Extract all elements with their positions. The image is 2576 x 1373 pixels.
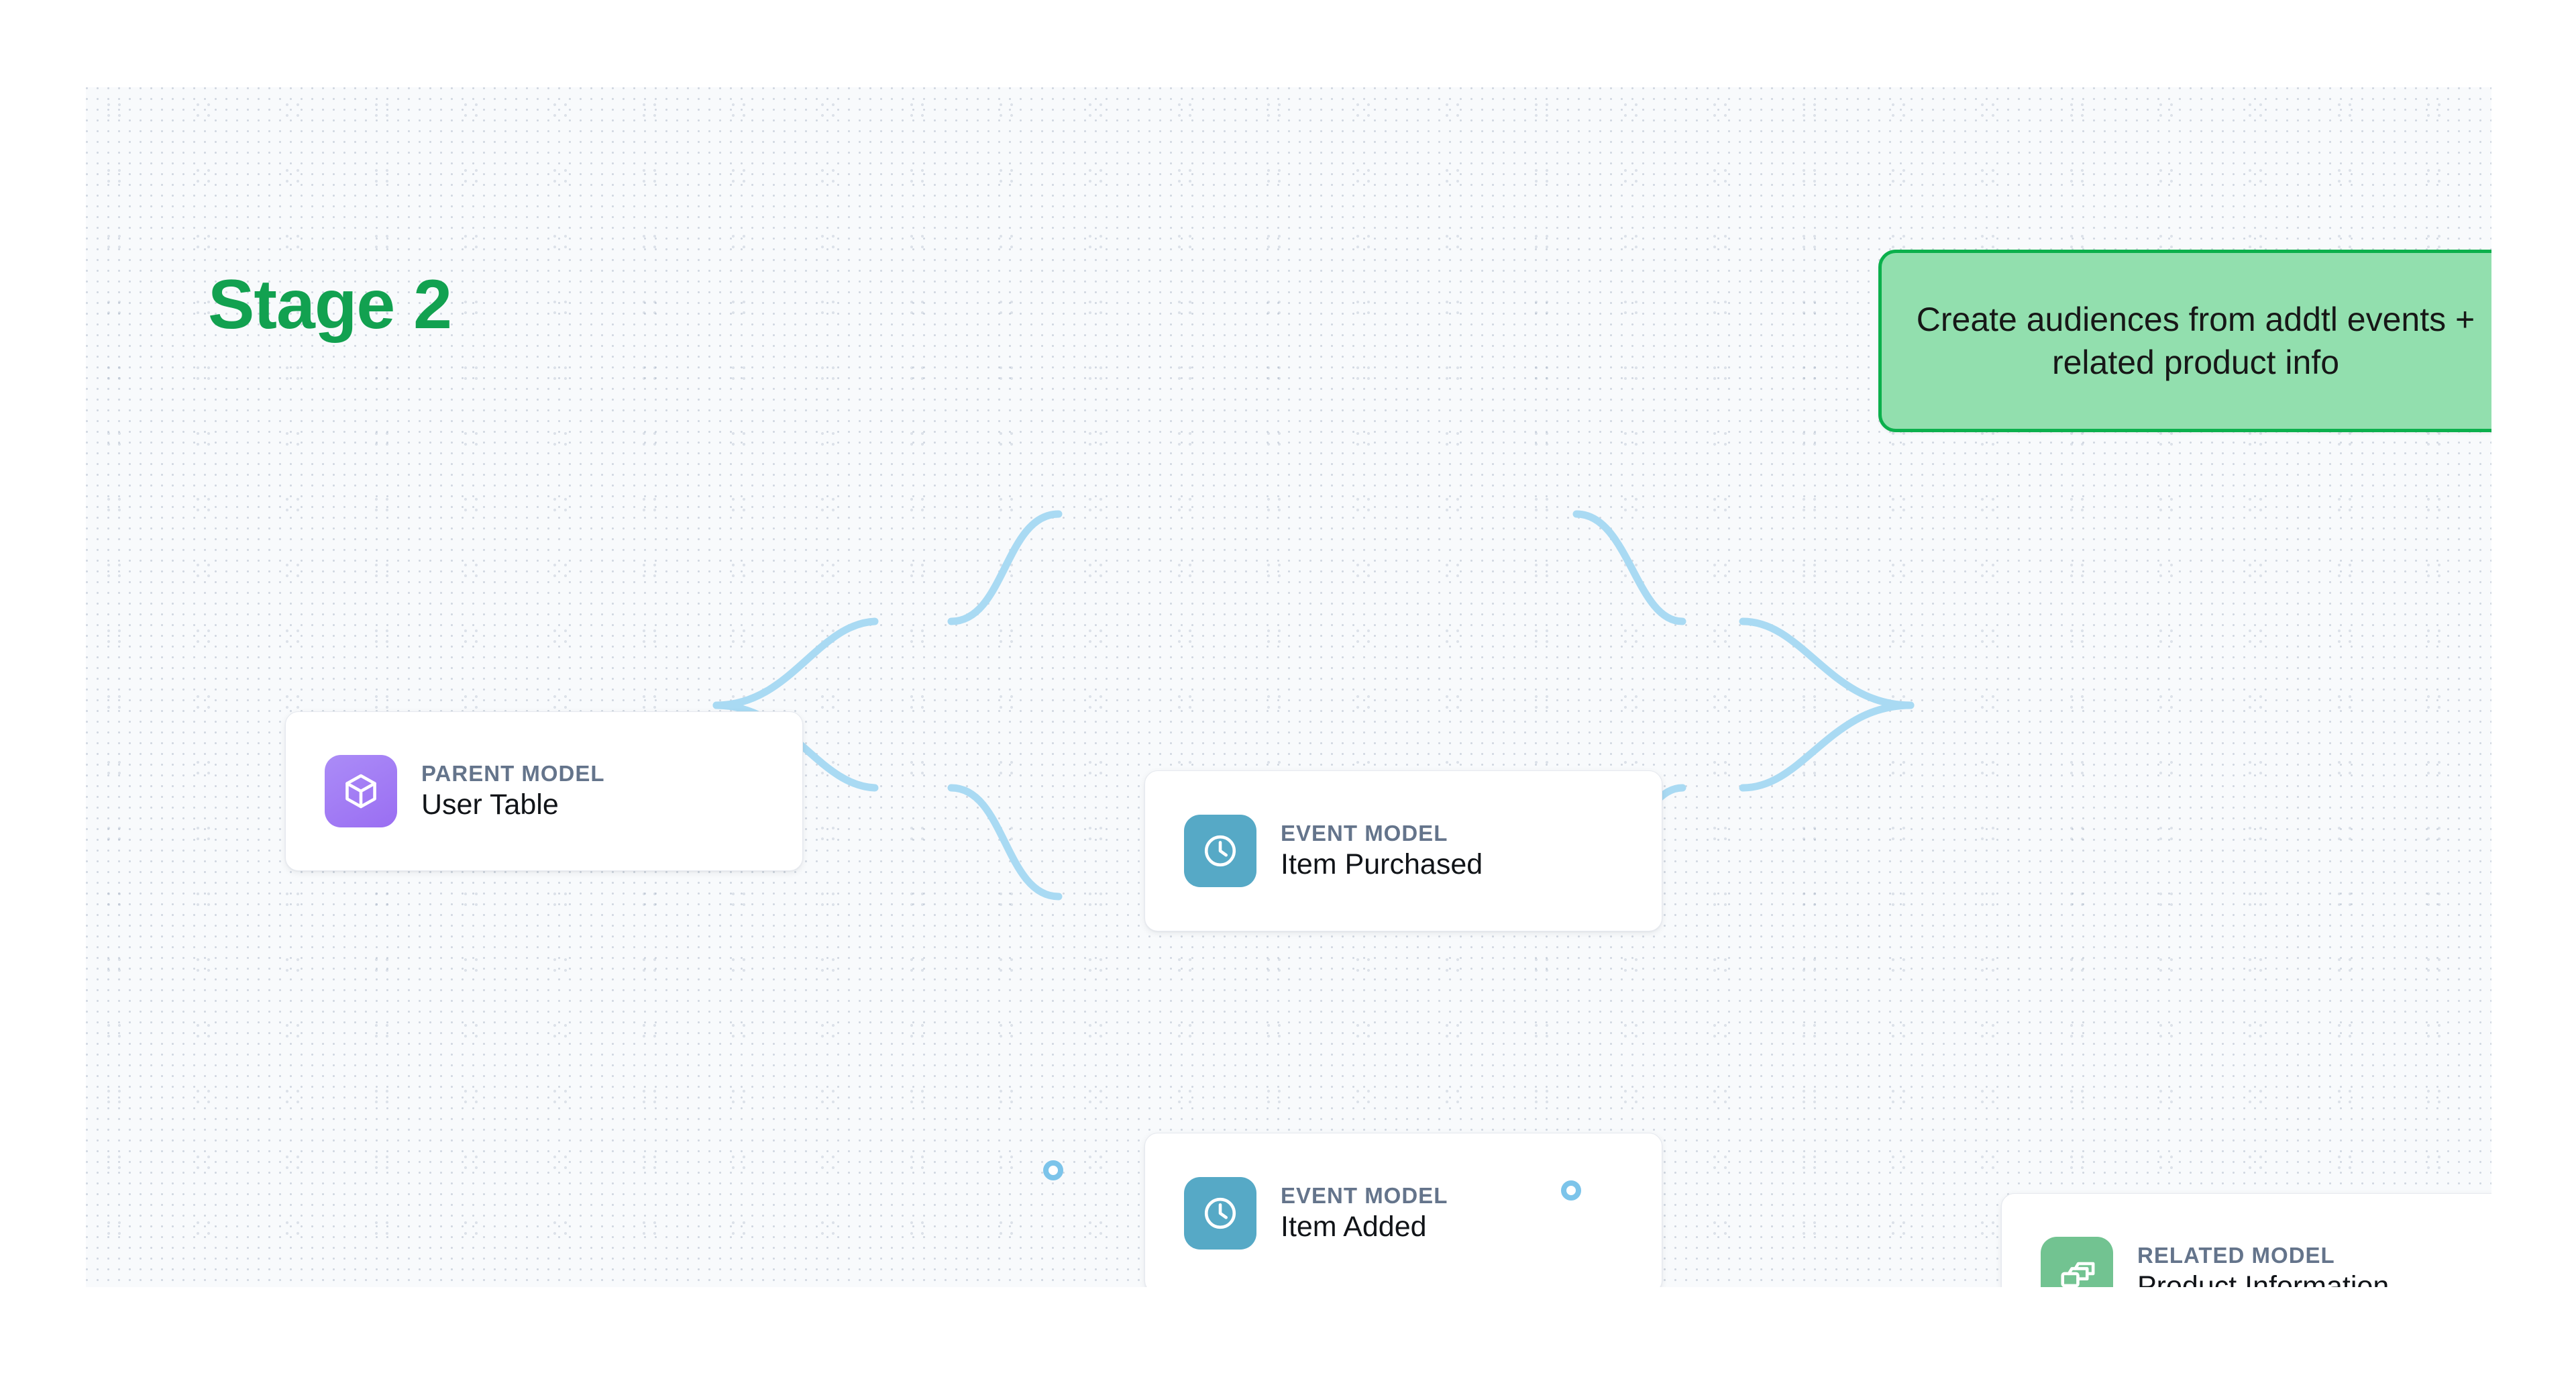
node-name: User Table xyxy=(421,788,559,821)
port-event1-in[interactable] xyxy=(1043,1160,1063,1180)
node-name: Item Purchased xyxy=(1281,848,1483,880)
node-event-model-item-purchased[interactable]: EVENT MODEL Item Purchased xyxy=(1144,770,1662,931)
node-parent-text: PARENT MODEL User Table xyxy=(421,762,605,820)
callout-text: Create audiences from addtl events + rel… xyxy=(1916,301,2475,381)
node-kicker: PARENT MODEL xyxy=(421,760,605,786)
edge-event1-related-b xyxy=(1739,617,1915,709)
callout-note: Create audiences from addtl events + rel… xyxy=(1878,250,2491,432)
node-event1-text: EVENT MODEL Item Purchased xyxy=(1281,822,1483,880)
clock-icon xyxy=(1184,815,1256,887)
edge-parent-event1-b xyxy=(947,510,1063,625)
node-related-text: RELATED MODEL Product Information xyxy=(2137,1244,2389,1287)
node-kicker: EVENT MODEL xyxy=(1281,820,1448,846)
node-kicker: EVENT MODEL xyxy=(1281,1182,1448,1208)
node-kicker: RELATED MODEL xyxy=(2137,1242,2335,1268)
node-event2-text: EVENT MODEL Item Added xyxy=(1281,1184,1448,1242)
node-name: Item Added xyxy=(1281,1210,1427,1243)
clock-icon xyxy=(1184,1177,1256,1250)
page-title: Stage 2 xyxy=(208,266,452,344)
edge-parent-event1 xyxy=(712,617,879,709)
port-event1-out[interactable] xyxy=(1561,1180,1581,1201)
node-related-model[interactable]: RELATED MODEL Product Information xyxy=(2001,1193,2491,1287)
node-name: Product Information xyxy=(2137,1270,2390,1287)
edge-event2-related-b xyxy=(1739,701,1915,792)
edge-parent-event2-b xyxy=(947,784,1063,901)
node-event-model-item-added[interactable]: EVENT MODEL Item Added xyxy=(1144,1133,1662,1287)
flow-canvas[interactable]: Stage 2 Create audiences from addtl even… xyxy=(86,87,2491,1287)
edge-event1-related xyxy=(1572,510,1686,625)
node-parent-model[interactable]: PARENT MODEL User Table xyxy=(285,711,803,871)
cube-icon xyxy=(325,755,397,827)
layers-icon xyxy=(2041,1237,2113,1287)
